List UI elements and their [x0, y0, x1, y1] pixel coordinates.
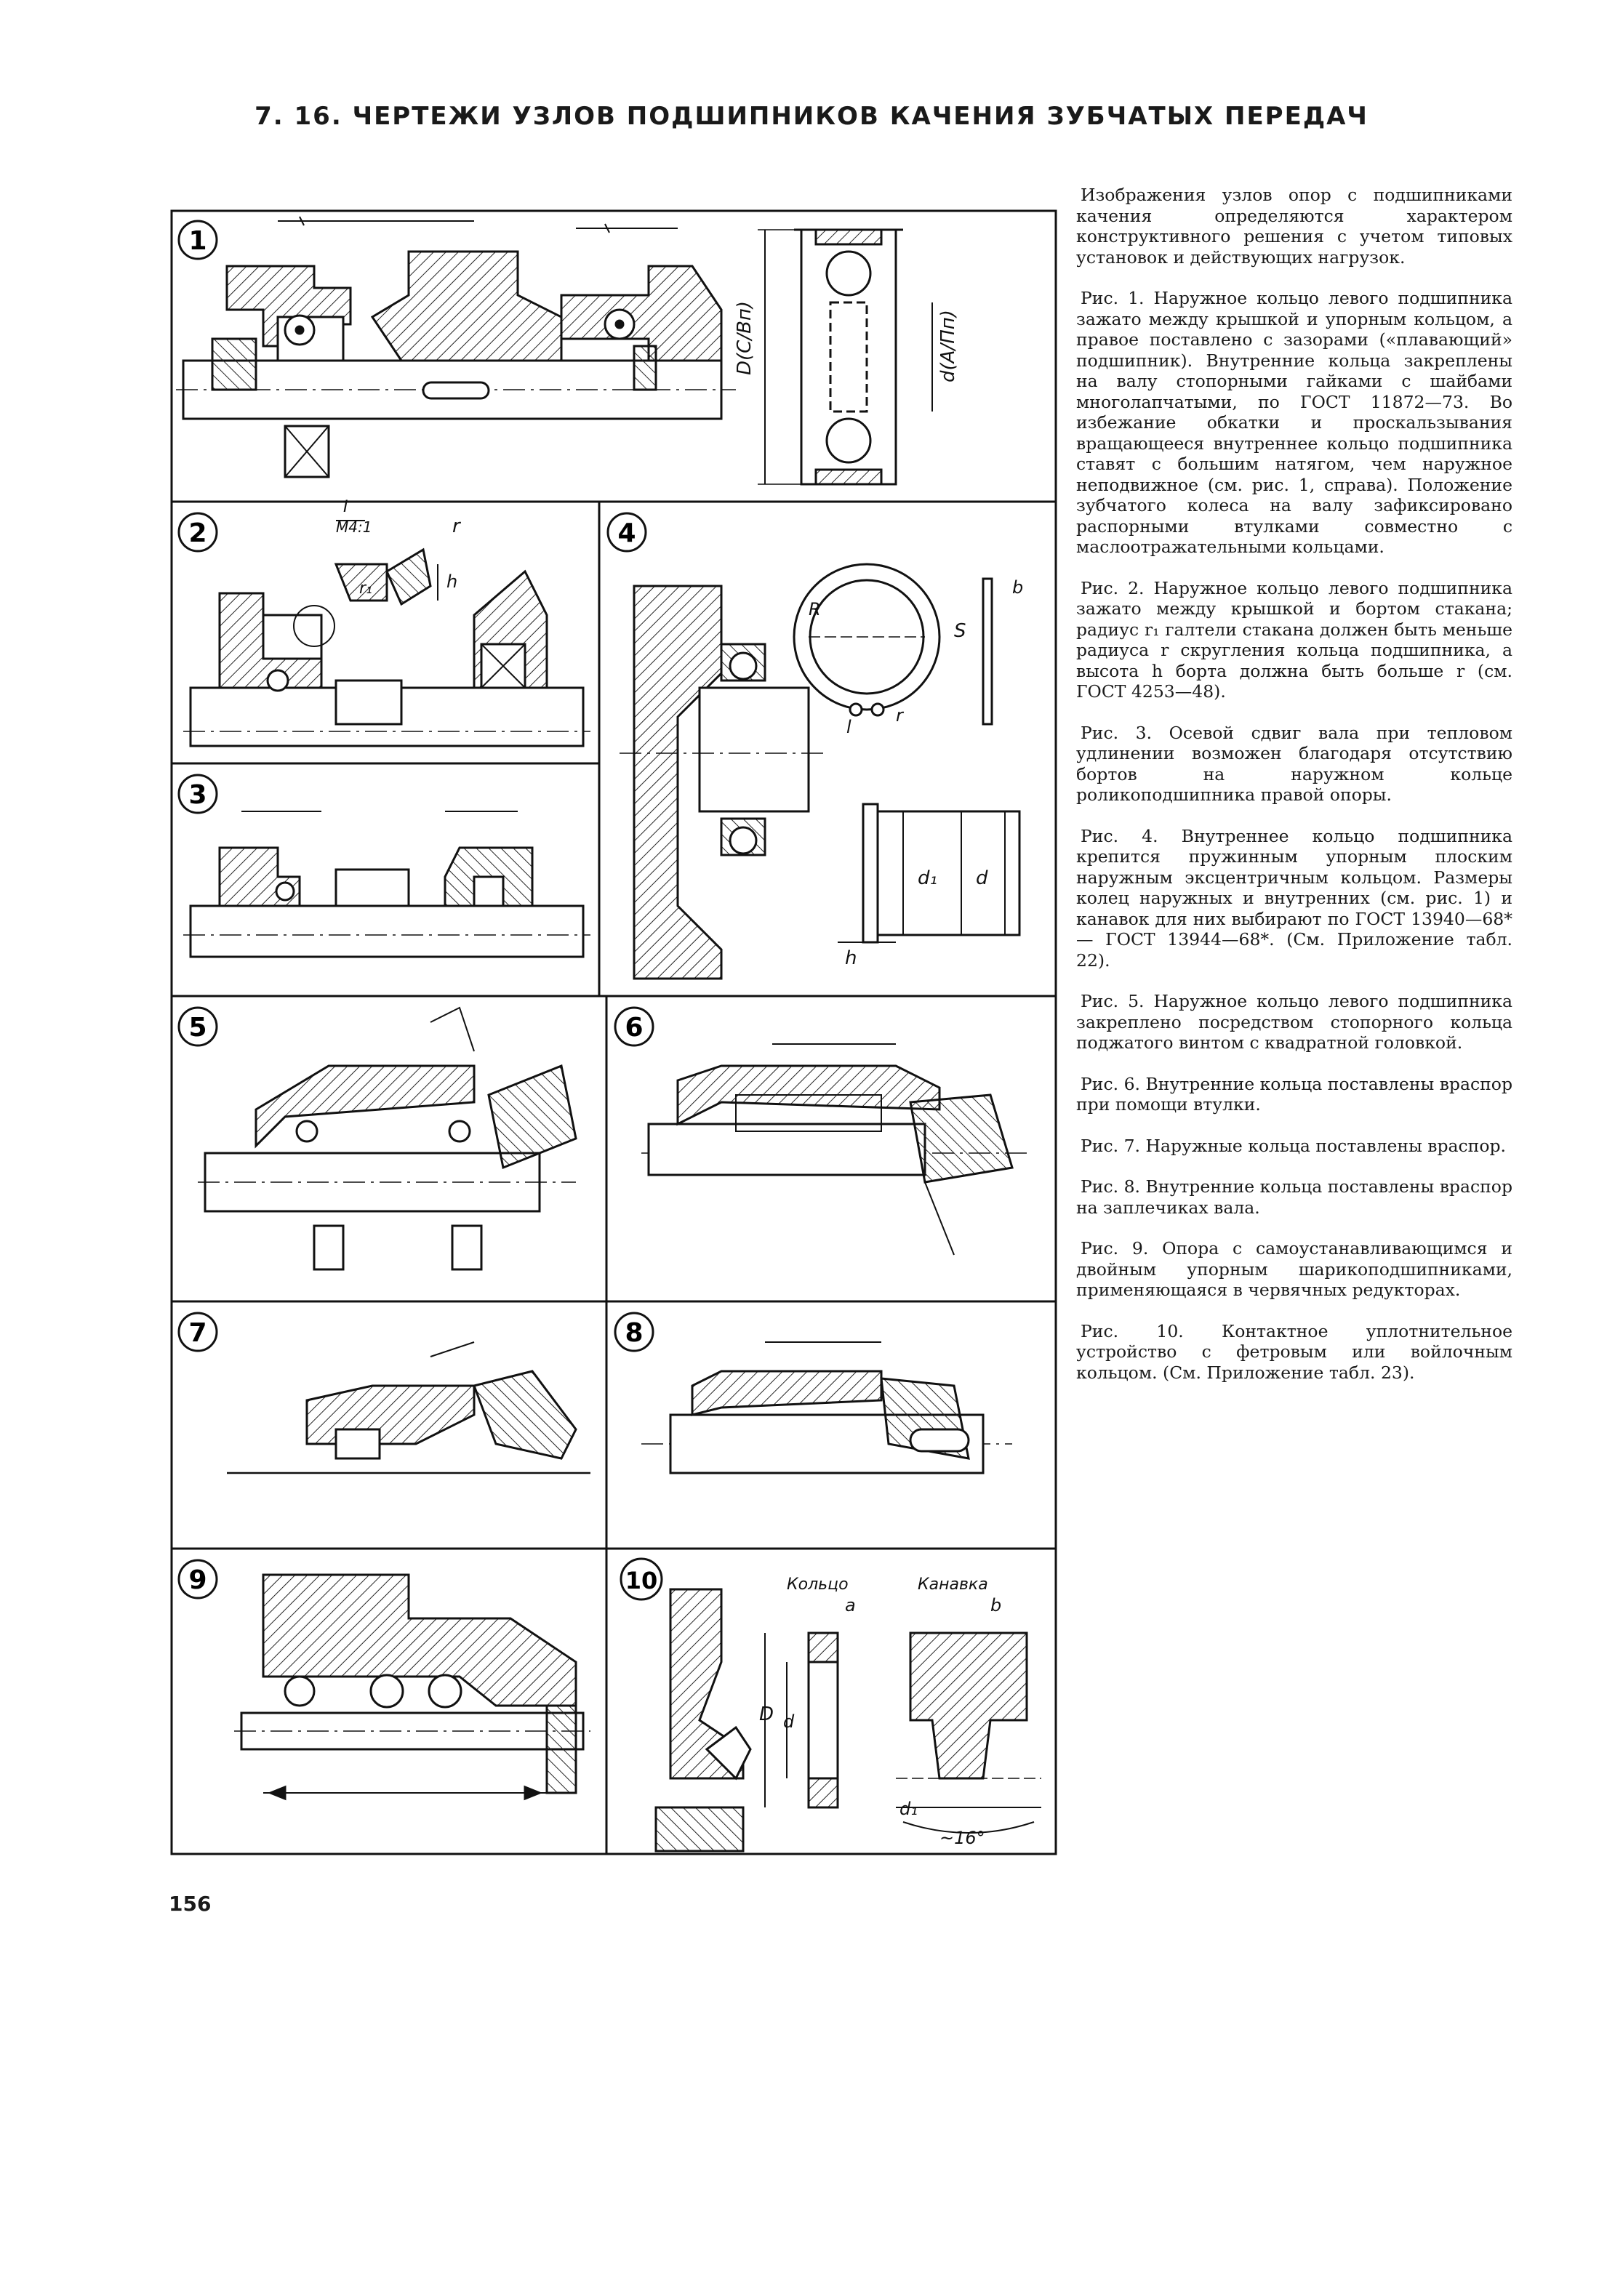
page-number: 156	[169, 1892, 212, 1916]
caption-fig-8: Рис. 8. Внутренние кольца поставлены вра…	[1076, 1176, 1512, 1218]
fig4-S-label: S	[954, 620, 966, 642]
figure-4-drawing	[620, 563, 1021, 980]
fig2-detail-I-label: I	[343, 498, 348, 516]
fig10-d1-label: d₁	[899, 1799, 918, 1819]
fig2-scale-label: М4:1	[336, 518, 372, 536]
caption-fig-5: Рис. 5. Наружное кольцо левого подшипник…	[1076, 991, 1512, 1053]
figures-panel: 1 2 3 4 5 6 7 8	[169, 208, 1060, 1857]
figure-9-number: 9	[177, 1559, 218, 1599]
caption-fig-10: Рис. 10. Контактное уплотнительное устро…	[1076, 1320, 1512, 1383]
fig10-ring-label: Кольцо	[787, 1576, 849, 1594]
svg-text:7: 7	[188, 1318, 207, 1348]
fig10-b-label: b	[990, 1595, 1001, 1615]
fig10-d-label: d	[783, 1711, 795, 1732]
fig10-D-label: D	[759, 1703, 774, 1725]
technical-drawings: 1 2 3 4 5 6 7 8	[170, 209, 1057, 1855]
fig10-a-label: a	[845, 1595, 856, 1615]
figure-5-drawing	[198, 1006, 577, 1271]
svg-text:1: 1	[188, 226, 207, 256]
figure-7-number: 7	[177, 1312, 218, 1352]
svg-text:9: 9	[188, 1565, 207, 1595]
caption-fig-9: Рис. 9. Опора с самоустанавливающимся и …	[1076, 1238, 1512, 1300]
figure-8-drawing	[641, 1341, 1012, 1474]
figure-8-number: 8	[614, 1312, 654, 1352]
caption-fig-1: Рис. 1. Наружное кольцо левого подшипник…	[1076, 288, 1512, 557]
svg-text:5: 5	[188, 1013, 207, 1043]
figure-2-drawing	[183, 520, 590, 747]
figure-3-drawing	[183, 811, 590, 958]
svg-text:10: 10	[625, 1567, 658, 1594]
page-title: 7. 16. ЧЕРТЕЖИ УЗЛОВ ПОДШИПНИКОВ КАЧЕНИЯ…	[255, 102, 1368, 131]
intro-paragraph: Изображения узлов опор с подшипниками ка…	[1076, 185, 1512, 268]
figure-3-number: 3	[177, 774, 218, 814]
figure-2-number: 2	[177, 512, 218, 553]
captions-column: Изображения узлов опор с подшипниками ка…	[1076, 185, 1512, 1403]
figure-6-number: 6	[614, 1006, 654, 1047]
fig1-inner-diameter-label: d(A/Пп)	[937, 310, 959, 382]
figure-10-number: 10	[620, 1557, 663, 1601]
svg-text:3: 3	[188, 780, 207, 810]
fig2-r1-label: r₁	[359, 579, 372, 598]
fig4-R-label: R	[809, 599, 821, 619]
caption-fig-6: Рис. 6. Внутренние кольца поставлены вра…	[1076, 1073, 1512, 1115]
fig1-outer-diameter-label: D(C/Bп)	[734, 301, 756, 375]
caption-fig-4: Рис. 4. Внутреннее кольцо подшипника кре…	[1076, 825, 1512, 971]
figure-4-number: 4	[606, 512, 647, 553]
svg-text:6: 6	[625, 1013, 643, 1043]
fig2-h-label: h	[446, 571, 457, 592]
caption-fig-2: Рис. 2. Наружное кольцо левого подшипник…	[1076, 577, 1512, 702]
figure-1-number: 1	[177, 220, 218, 260]
fig4-b-label: b	[1012, 577, 1023, 598]
fig4-l-label: l	[846, 717, 851, 737]
fig4-d1-label: d₁	[918, 867, 937, 889]
figure-10-frame	[605, 1547, 1057, 1855]
fig4-r-label: r	[896, 705, 905, 726]
fig4-h-label: h	[845, 947, 857, 969]
svg-text:8: 8	[625, 1318, 643, 1348]
fig10-angle-label: ~16°	[939, 1828, 985, 1848]
figure-6-drawing	[641, 1043, 1027, 1256]
figure-1-drawing	[176, 216, 933, 486]
svg-text:2: 2	[188, 518, 207, 548]
svg-text:4: 4	[617, 518, 636, 548]
fig4-d-label: d	[976, 867, 988, 889]
figure-10-drawing	[654, 1588, 1041, 1853]
caption-fig-3: Рис. 3. Осевой сдвиг вала при тепловом у…	[1076, 722, 1512, 806]
fig2-r-label: r	[452, 515, 462, 537]
fig10-groove-label: Канавка	[918, 1576, 988, 1594]
figure-7-drawing	[227, 1341, 590, 1474]
figure-9-drawing	[234, 1573, 590, 1801]
caption-fig-7: Рис. 7. Наружные кольца поставлены врасп…	[1081, 1135, 1507, 1156]
figure-5-number: 5	[177, 1006, 218, 1047]
